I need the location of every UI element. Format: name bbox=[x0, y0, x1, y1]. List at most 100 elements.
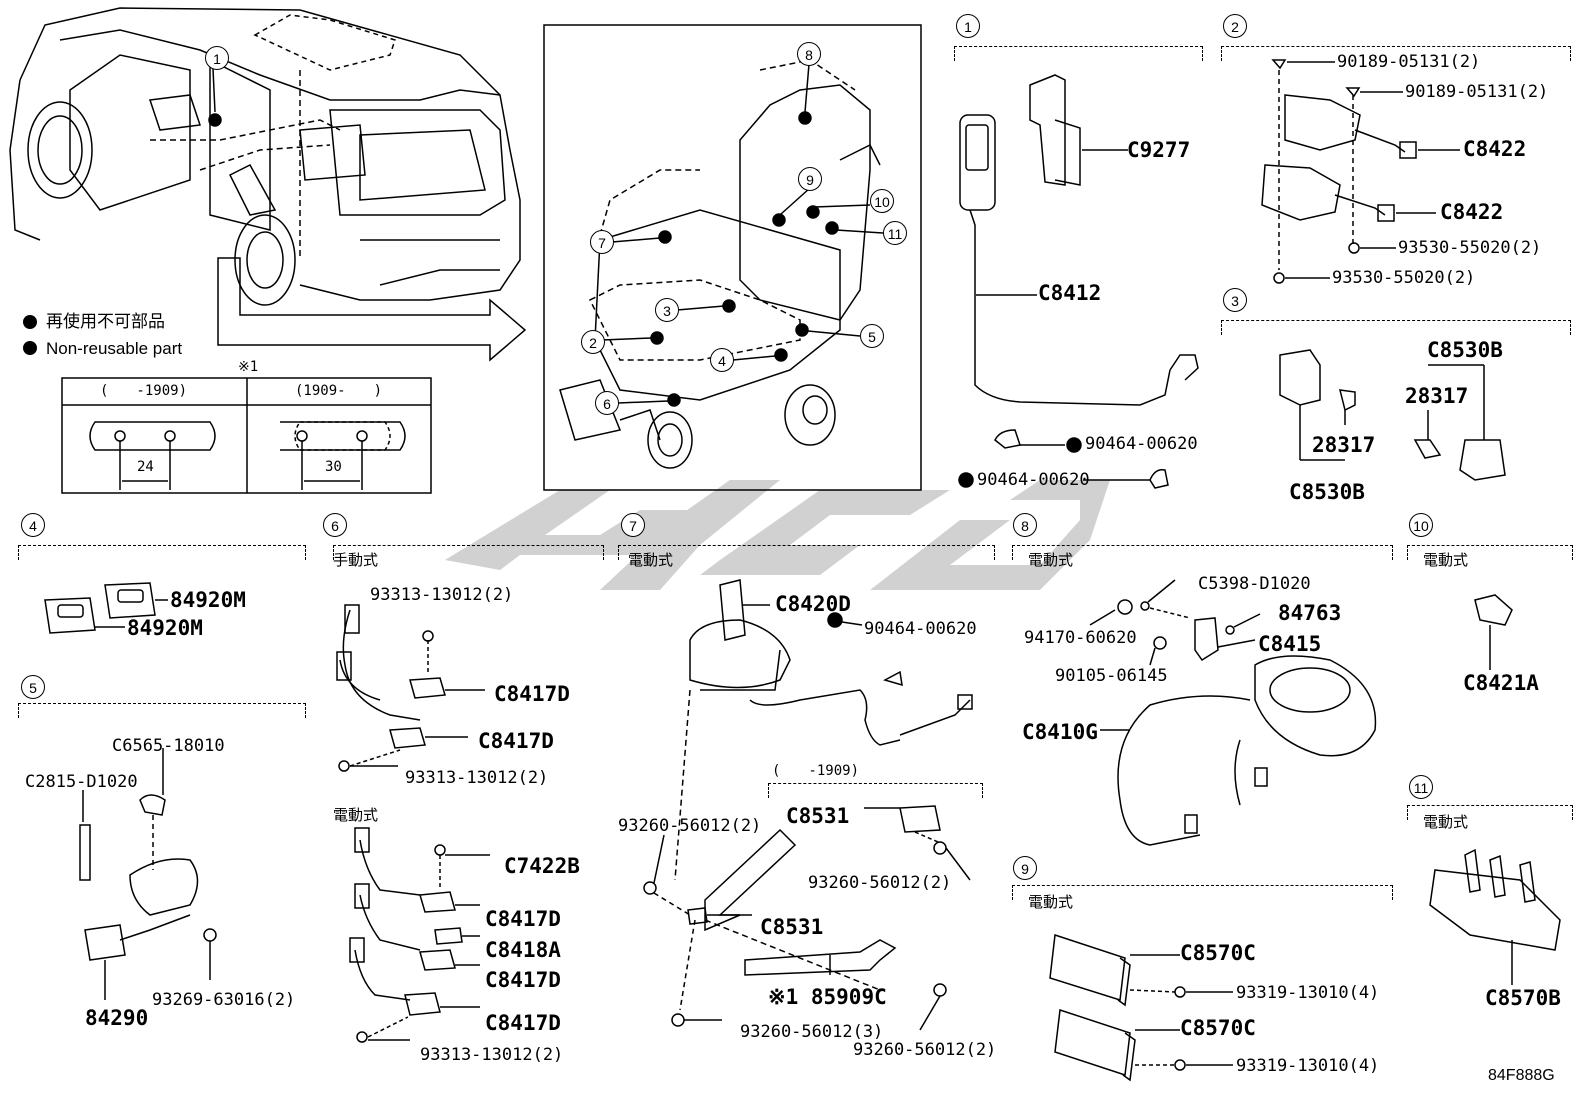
sec6-p1: 93313-13012(2) bbox=[370, 585, 514, 605]
sec8-power-label: 電動式 bbox=[1028, 551, 1074, 569]
sec2-art bbox=[1261, 59, 1460, 284]
sec3-art bbox=[1279, 349, 1506, 481]
sec2-c2: C8422 bbox=[1440, 200, 1504, 224]
sec7-bracket bbox=[618, 545, 995, 560]
seat-callout-7: 7 bbox=[590, 230, 614, 254]
sec10-bracket bbox=[1407, 545, 1573, 560]
sec10-art bbox=[1474, 594, 1513, 670]
sec7-art bbox=[643, 579, 973, 1031]
direction-arrow bbox=[217, 257, 527, 362]
note-dim1: 24 bbox=[137, 459, 154, 475]
sec9-bracket bbox=[1012, 885, 1393, 900]
sec4-number: 4 bbox=[21, 513, 45, 537]
sec11-bracket bbox=[1407, 805, 1573, 820]
sec4-art bbox=[44, 582, 168, 634]
sec9-art bbox=[1049, 934, 1233, 1082]
sec3-bracket bbox=[1221, 320, 1571, 335]
sec5-p3: 84290 bbox=[85, 1006, 149, 1030]
sec11-number: 11 bbox=[1409, 775, 1433, 799]
sec9-p2: 93319-13010(4) bbox=[1236, 1056, 1380, 1076]
sec6-p3: 93313-13012(2) bbox=[420, 1045, 564, 1065]
sec4-p1: 84920M bbox=[170, 588, 246, 612]
sec6-c5: C8418A bbox=[485, 938, 561, 962]
sec6-manual-label: 手動式 bbox=[333, 551, 379, 569]
sec5-p2: C2815-D1020 bbox=[25, 772, 138, 792]
diagram-code: 84F888G bbox=[1488, 1067, 1555, 1084]
sec6-p2: 93313-13012(2) bbox=[405, 768, 549, 788]
sec6-c6: C8417D bbox=[485, 968, 561, 992]
seat-callout-10: 10 bbox=[870, 189, 894, 213]
sec4-bracket bbox=[18, 545, 306, 560]
sec1-c9277: C9277 bbox=[1127, 138, 1191, 162]
sec9-p1: 93319-13010(4) bbox=[1236, 983, 1380, 1003]
note-dim2: 30 bbox=[325, 459, 342, 475]
sec6-c4: C8417D bbox=[485, 907, 561, 931]
sec5-p4: 93269-63016(2) bbox=[152, 990, 296, 1010]
sec3-c2: C8530B bbox=[1289, 480, 1365, 504]
note-mark: ※1 bbox=[238, 359, 259, 375]
seat-callout-5: 5 bbox=[860, 324, 884, 348]
sec8-c1: C8415 bbox=[1258, 632, 1322, 656]
vehicle-callout-1: 1 bbox=[205, 46, 229, 70]
seat-callout-4: 4 bbox=[710, 348, 734, 372]
sec7-p2: 93260-56012(2) bbox=[618, 816, 762, 836]
sec10-c1: C8421A bbox=[1463, 671, 1539, 695]
seat-callout-9: 9 bbox=[798, 167, 822, 191]
sec11-power-label: 電動式 bbox=[1423, 813, 1469, 831]
sec4-p2: 84920M bbox=[127, 616, 203, 640]
sec8-p2: 84763 bbox=[1278, 601, 1342, 625]
seat-callout-3: 3 bbox=[655, 298, 679, 322]
sec3-c1: C8530B bbox=[1427, 338, 1503, 362]
sec6-c2: C8417D bbox=[478, 729, 554, 753]
sec6-bracket bbox=[333, 545, 604, 560]
sec2-p1: 90189-05131(2) bbox=[1337, 52, 1481, 72]
sec2-number: 2 bbox=[1223, 14, 1247, 38]
sec7-p5: 93260-56012(2) bbox=[853, 1040, 997, 1060]
sec7-p3: 93260-56012(2) bbox=[808, 873, 952, 893]
sec6-number: 6 bbox=[323, 513, 347, 537]
sec10-power-label: 電動式 bbox=[1423, 551, 1469, 569]
sec8-c2: C8410G bbox=[1022, 720, 1098, 744]
sec7-number: 7 bbox=[621, 513, 645, 537]
sec2-p3: 93530-55020(2) bbox=[1398, 238, 1542, 258]
sec7-p4: 93260-56012(3) bbox=[740, 1022, 884, 1042]
seat-illustration bbox=[559, 59, 884, 469]
sec8-p1: C5398-D1020 bbox=[1198, 574, 1311, 594]
sec5-art bbox=[79, 748, 217, 1000]
sec7-power-label: 電動式 bbox=[628, 551, 674, 569]
sec3-p2: 28317 bbox=[1312, 433, 1376, 457]
note-col2: (1909- ) bbox=[295, 383, 383, 399]
sec11-c1: C8570B bbox=[1485, 986, 1561, 1010]
sec5-p1: C6565-18010 bbox=[112, 736, 225, 756]
watermark-logo bbox=[445, 480, 1110, 590]
sec1-p1: 90464-00620 bbox=[1085, 434, 1198, 454]
seat-callout-2: 2 bbox=[581, 330, 605, 354]
sec9-power-label: 電動式 bbox=[1028, 893, 1074, 911]
seat-callout-6: 6 bbox=[595, 391, 619, 415]
legend-en: Non-reusable part bbox=[46, 339, 183, 358]
sec3-number: 3 bbox=[1223, 288, 1247, 312]
sec9-c1: C8570C bbox=[1180, 941, 1256, 965]
sec11-art bbox=[1429, 848, 1561, 985]
sec8-number: 8 bbox=[1013, 513, 1037, 537]
sec5-bracket bbox=[18, 703, 306, 718]
sec6-power-label: 電動式 bbox=[333, 806, 379, 824]
sec1-p2: 90464-00620 bbox=[977, 470, 1090, 490]
sec2-p4: 93530-55020(2) bbox=[1332, 268, 1476, 288]
sec6-c3: C7422B bbox=[504, 854, 580, 878]
sec2-p2: 90189-05131(2) bbox=[1405, 82, 1549, 102]
sec2-bracket bbox=[1221, 46, 1571, 61]
sec8-p4: 90105-06145 bbox=[1055, 666, 1168, 686]
sec1-c8412: C8412 bbox=[1038, 281, 1102, 305]
sec3-p1: 28317 bbox=[1405, 384, 1469, 408]
note-col1: ( -1909) bbox=[100, 383, 188, 399]
sec2-c1: C8422 bbox=[1463, 137, 1527, 161]
sec1-art bbox=[958, 74, 1199, 489]
sec7-sub-bracket bbox=[768, 783, 983, 798]
sec7-c4: ※1 85909C bbox=[768, 985, 887, 1009]
sec9-c2: C8570C bbox=[1180, 1016, 1256, 1040]
sec9-number: 9 bbox=[1013, 856, 1037, 880]
seat-callout-11: 11 bbox=[883, 221, 907, 245]
sec8-bracket bbox=[1012, 545, 1393, 560]
